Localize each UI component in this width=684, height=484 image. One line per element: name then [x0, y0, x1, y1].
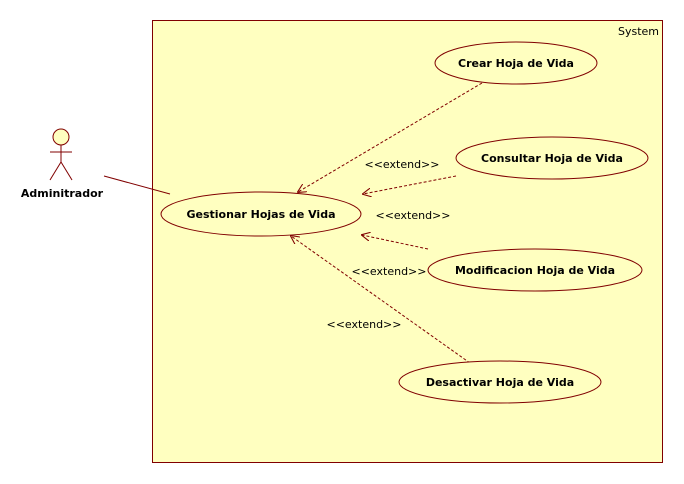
actor-adminitrador[interactable]: [49, 128, 73, 181]
use-case-desactivar[interactable]: Desactivar Hoja de Vida: [398, 360, 602, 404]
actor-left-leg: [49, 161, 62, 181]
actor-head: [52, 128, 70, 146]
use-case-crear-label: Crear Hoja de Vida: [458, 57, 574, 70]
use-case-consultar-ellipse: [455, 136, 649, 180]
actor-right-leg: [60, 161, 73, 181]
system-boundary: [152, 20, 663, 463]
extend-arrow-crear: [298, 82, 483, 192]
extend-arrow-desactivar: [291, 236, 471, 364]
use-case-gestionar-label: Gestionar Hojas de Vida: [186, 208, 335, 221]
extend-label-modificar-lower: <<extend>>: [352, 265, 427, 278]
use-case-modificar-label: Modificacion Hoja de Vida: [455, 264, 615, 277]
use-case-modificar[interactable]: Modificacion Hoja de Vida: [427, 248, 643, 292]
use-case-consultar[interactable]: Consultar Hoja de Vida: [455, 136, 649, 180]
association-line: [103, 175, 171, 195]
use-case-crear[interactable]: Crear Hoja de Vida: [434, 41, 598, 85]
use-case-gestionar-ellipse: [160, 191, 362, 237]
use-case-desactivar-label: Desactivar Hoja de Vida: [426, 376, 574, 389]
extend-label-desactivar: <<extend>>: [327, 318, 402, 331]
extend-label-consultar: <<extend>>: [365, 158, 440, 171]
use-case-consultar-label: Consultar Hoja de Vida: [481, 152, 623, 165]
use-case-desactivar-ellipse: [398, 360, 602, 404]
extend-arrow-consultar: [363, 175, 457, 194]
actor-label: Adminitrador: [21, 187, 104, 200]
extend-arrow-modificar: [362, 235, 429, 250]
system-label: System: [618, 25, 659, 38]
use-case-gestionar[interactable]: Gestionar Hojas de Vida: [160, 191, 362, 237]
use-case-modificar-ellipse: [427, 248, 643, 292]
use-case-crear-ellipse: [434, 41, 598, 85]
extend-label-modificar-upper: <<extend>>: [376, 209, 451, 222]
